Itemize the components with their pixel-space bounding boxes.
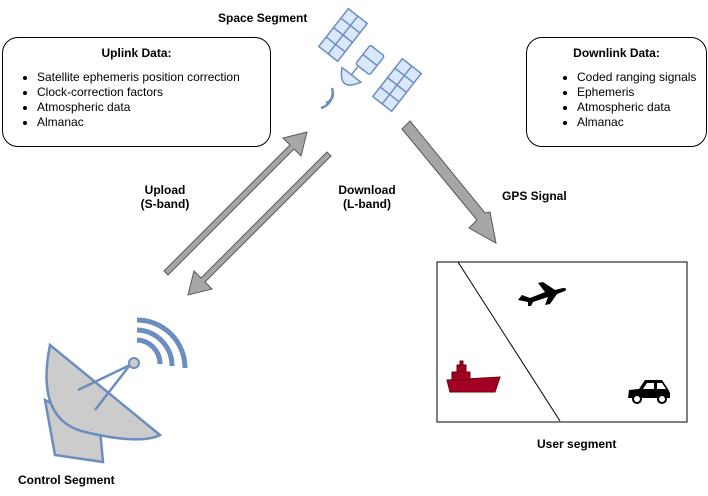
uplink-data-list: Satellite ephemeris position correction …	[3, 70, 270, 130]
downlink-data-box: Downlink Data: Coded ranging signals Eph…	[526, 37, 707, 147]
gps-signal-label: GPS Signal	[502, 189, 567, 203]
uplink-item: Satellite ephemeris position correction	[37, 70, 270, 85]
download-label-line1: Download	[338, 183, 396, 197]
download-label: Download (L-band)	[336, 183, 398, 211]
control-segment-label: Control Segment	[18, 473, 115, 487]
uplink-data-title: Uplink Data:	[101, 46, 172, 60]
satellite-dish-icon	[43, 317, 188, 464]
downlink-item: Ephemeris	[577, 85, 706, 100]
airplane-icon	[518, 282, 567, 306]
downlink-item: Atmospheric data	[577, 100, 706, 115]
ship-icon	[446, 360, 501, 393]
uplink-item: Almanac	[37, 115, 270, 130]
download-label-line2: (L-band)	[343, 197, 391, 211]
user-segment-divider	[457, 261, 561, 422]
uplink-item: Clock-correction factors	[37, 85, 270, 100]
downlink-item: Coded ranging signals	[577, 70, 706, 85]
uplink-item: Atmospheric data	[37, 100, 270, 115]
user-segment-label: User segment	[537, 437, 617, 451]
space-segment-label: Space Segment	[218, 11, 308, 25]
car-icon	[628, 380, 670, 404]
gps-signal-arrow	[401, 120, 497, 244]
downlink-data-list: Coded ranging signals Ephemeris Atmosphe…	[527, 70, 706, 130]
uplink-data-box: Uplink Data: Satellite ephemeris positio…	[2, 37, 271, 147]
upload-label-line2: (S-band)	[140, 197, 190, 211]
upload-arrow	[163, 131, 308, 276]
download-arrow	[187, 151, 332, 296]
upload-label: Upload (S-band)	[140, 183, 190, 211]
downlink-item: Almanac	[577, 115, 706, 130]
upload-label-line1: Upload	[144, 183, 186, 197]
downlink-data-title: Downlink Data:	[573, 46, 660, 60]
satellite-icon	[317, 7, 423, 113]
